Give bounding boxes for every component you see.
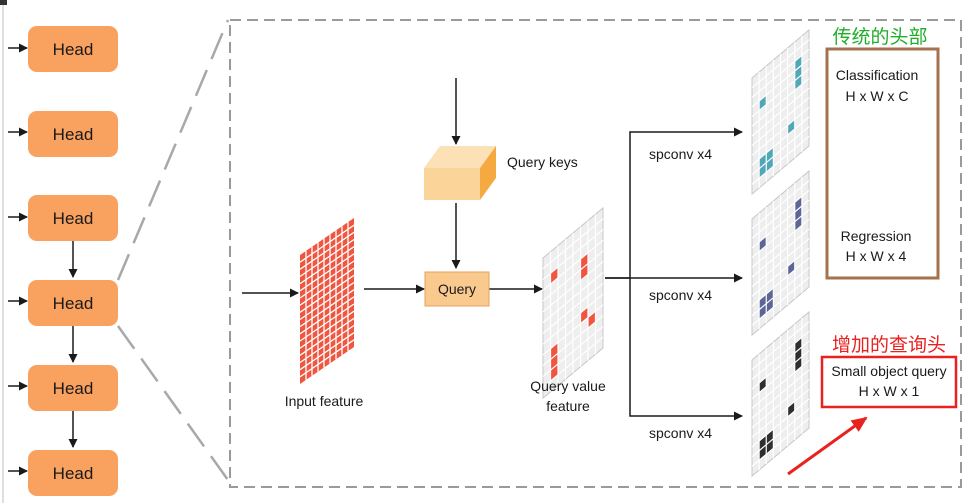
query-value-label-line2: feature [546, 398, 590, 414]
cube-top-face [424, 146, 496, 168]
head-label: Head [53, 209, 94, 228]
cube-side-face [480, 146, 496, 200]
top-corner-mark [0, 0, 7, 5]
small-object-active-cell [759, 444, 767, 461]
regression-active-cell [759, 303, 767, 320]
head-label: Head [53, 379, 94, 398]
query-keys-label: Query keys [507, 154, 578, 170]
regression-label: Regression [841, 228, 912, 244]
regression-active-cell [766, 288, 774, 304]
classification-dims: H x W x C [846, 88, 909, 104]
small-object-active-cell [766, 438, 774, 455]
head-label: Head [53, 294, 94, 313]
classification-output-grid [751, 28, 810, 196]
highlight-arrow [787, 416, 868, 476]
spconv-label-top: spconv x4 [649, 146, 712, 162]
query-value-active-cell [580, 252, 588, 270]
added-head-title: 增加的查询头 [832, 334, 946, 356]
head-block [28, 26, 118, 72]
query-value-label-line1: Query value [530, 378, 606, 394]
query-keys-cube [424, 146, 496, 200]
query-value-active-cell [550, 353, 558, 371]
input-feature-gridlines [299, 222, 355, 380]
classification-gridlines [751, 36, 810, 188]
classification-active-cell [766, 147, 774, 163]
small-object-active-cell [794, 337, 802, 353]
small-object-active-cell [787, 401, 795, 417]
small-object-active-cell [794, 347, 802, 363]
added-head-box [820, 355, 958, 409]
classification-active-cell [794, 74, 802, 91]
query-box [424, 271, 490, 307]
cube-front-face [424, 168, 480, 200]
classification-active-cell [794, 65, 802, 81]
classification-active-cell [787, 119, 795, 135]
query-value-active-cell [588, 311, 596, 329]
branch-arrow-bottom [629, 278, 743, 421]
regression-output-grid [751, 169, 810, 337]
small-object-dims: H x W x 1 [859, 383, 920, 399]
head-block [28, 195, 118, 241]
classification-active-cell [759, 162, 767, 179]
regression-active-cell [794, 196, 802, 212]
query-value-active-cell [550, 342, 558, 360]
query-value-active-cell [550, 267, 558, 285]
input-feature-label: Input feature [285, 393, 364, 409]
query-value-gridlines [542, 214, 604, 392]
classification-active-cell [759, 95, 767, 111]
spconv-label-bottom: spconv x4 [649, 425, 712, 441]
head-label: Head [53, 40, 94, 59]
regression-active-cell [766, 297, 774, 314]
small-object-active-cell [759, 435, 767, 451]
head-block [28, 365, 118, 411]
small-object-active-cell [766, 429, 774, 445]
regression-active-cell [794, 206, 802, 222]
zoom-guide-bottom [116, 325, 230, 481]
head-block [28, 450, 118, 496]
query-value-active-cell [550, 363, 558, 381]
query-label: Query [438, 281, 476, 297]
spconv-label-middle: spconv x4 [649, 287, 712, 303]
classification-active-cell [794, 55, 802, 71]
query-value-active-cell [580, 263, 588, 281]
detail-panel [229, 19, 962, 488]
small-object-active-cell [794, 356, 802, 373]
query-value-active-cell [580, 306, 588, 324]
regression-gridlines [751, 177, 810, 329]
head-label: Head [53, 464, 94, 483]
regression-active-cell [759, 294, 767, 310]
small-object-gridlines [751, 318, 810, 470]
traditional-head-title: 传统的头部 [832, 26, 927, 48]
traditional-head-box [825, 47, 940, 280]
regression-active-cell [787, 260, 795, 276]
small-object-active-cell [759, 377, 767, 393]
classification-active-cell [759, 153, 767, 169]
query-value-grid [542, 206, 604, 400]
regression-active-cell [759, 236, 767, 252]
heads-stack: Head Head Head Head Head Head [8, 26, 118, 496]
head-block [28, 280, 118, 326]
small-object-label: Small object query [831, 363, 946, 379]
zoom-guide-top [116, 19, 230, 281]
input-feature-grid [299, 218, 355, 384]
classification-label: Classification [836, 67, 918, 83]
classification-active-cell [766, 156, 774, 173]
small-object-output-grid [751, 310, 810, 478]
regression-active-cell [794, 215, 802, 232]
regression-dims: H x W x 4 [846, 248, 907, 264]
head-label: Head [53, 125, 94, 144]
head-block [28, 111, 118, 157]
